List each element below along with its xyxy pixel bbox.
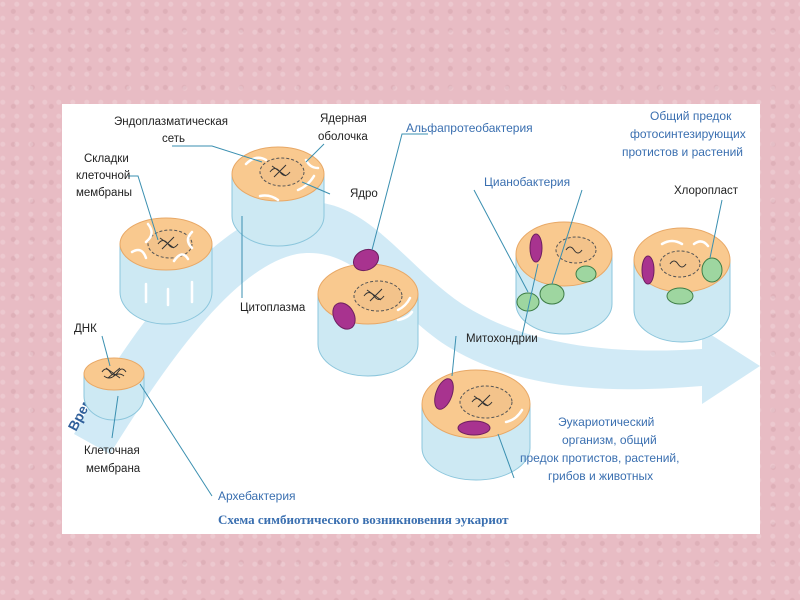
cell-membrane-folds	[119, 217, 213, 325]
diagram-panel: Время	[62, 104, 760, 534]
membrane-folds-label-line-1: Складки	[84, 153, 129, 165]
mitochondria-label: Митохондрии	[466, 333, 538, 345]
diagram-caption: Схема симбиотического возникновения эука…	[218, 512, 509, 527]
chloroplast-label: Хлоропласт	[674, 185, 739, 197]
eukaryote-leader	[497, 433, 515, 479]
symbiogenesis-diagram: Время	[65, 109, 760, 527]
nucleus-leader	[301, 181, 331, 195]
membrane-folds-label-line-2: клеточной	[76, 170, 130, 182]
membrane-folds-label-line-3: мембраны	[76, 187, 132, 199]
er-label-line-1: Эндоплазматическая	[114, 116, 228, 128]
cell-membrane-label-line-2: мембрана	[86, 463, 141, 475]
cyanobacterium-label: Цианобактерия	[484, 175, 570, 189]
cell-membrane-label-line-1: Клеточная	[84, 445, 140, 457]
cell-engulfing-alphaproteobacterium	[317, 248, 419, 377]
time-arrow	[74, 202, 760, 454]
chloroplast-leader	[709, 199, 723, 259]
archaebacterium-cell	[83, 357, 145, 421]
mitochondria-leader-2	[521, 263, 539, 337]
common-ancestor-label-line-3: протистов и растений	[622, 145, 743, 159]
nucleus-label: Ядро	[350, 188, 378, 200]
eukaryotic-cell	[421, 369, 531, 481]
eukaryote-label-line-3: предок протистов, растений,	[520, 451, 679, 465]
alphaproteobacterium-leader	[371, 133, 428, 251]
archaebacterium-label: Архебактерия	[218, 489, 296, 503]
nuclear-envelope-label-line-1: Ядерная	[320, 113, 367, 125]
eukaryote-label-line-1: Эукариотический	[558, 415, 654, 429]
alphaproteobacterium	[352, 248, 380, 272]
er-label-line-2: сеть	[162, 133, 185, 145]
cell-with-nucleus	[231, 144, 325, 247]
cell-engulfing-cyanobacterium	[515, 221, 613, 335]
membrane-folds-leader	[128, 175, 159, 241]
cell-membrane-leader	[111, 395, 119, 439]
photosynthetic-cell	[633, 227, 731, 343]
common-ancestor-label-line-1: Общий предок	[650, 109, 732, 123]
cyanobacterium-leader	[473, 189, 529, 293]
cyanobacterium-leader-2	[551, 189, 583, 285]
dna-label: ДНК	[74, 323, 97, 335]
archaebacterium-leader	[139, 383, 213, 497]
alphaproteobacterium-label: Альфапротеобактерия	[406, 121, 533, 135]
common-ancestor-label-line-2: фотосинтезирующих	[630, 127, 746, 141]
eukaryote-label-line-2: организм, общий	[562, 433, 657, 447]
mitochondria-leader	[451, 335, 457, 377]
eukaryote-label-line-4: грибов и животных	[548, 469, 653, 483]
er-leader	[172, 145, 263, 163]
nuclear-envelope-label-line-2: оболочка	[318, 131, 368, 143]
dna-leader	[101, 335, 111, 367]
cytoplasm-label: Цитоплазма	[240, 302, 306, 314]
nuclear-envelope-leader	[305, 143, 325, 163]
